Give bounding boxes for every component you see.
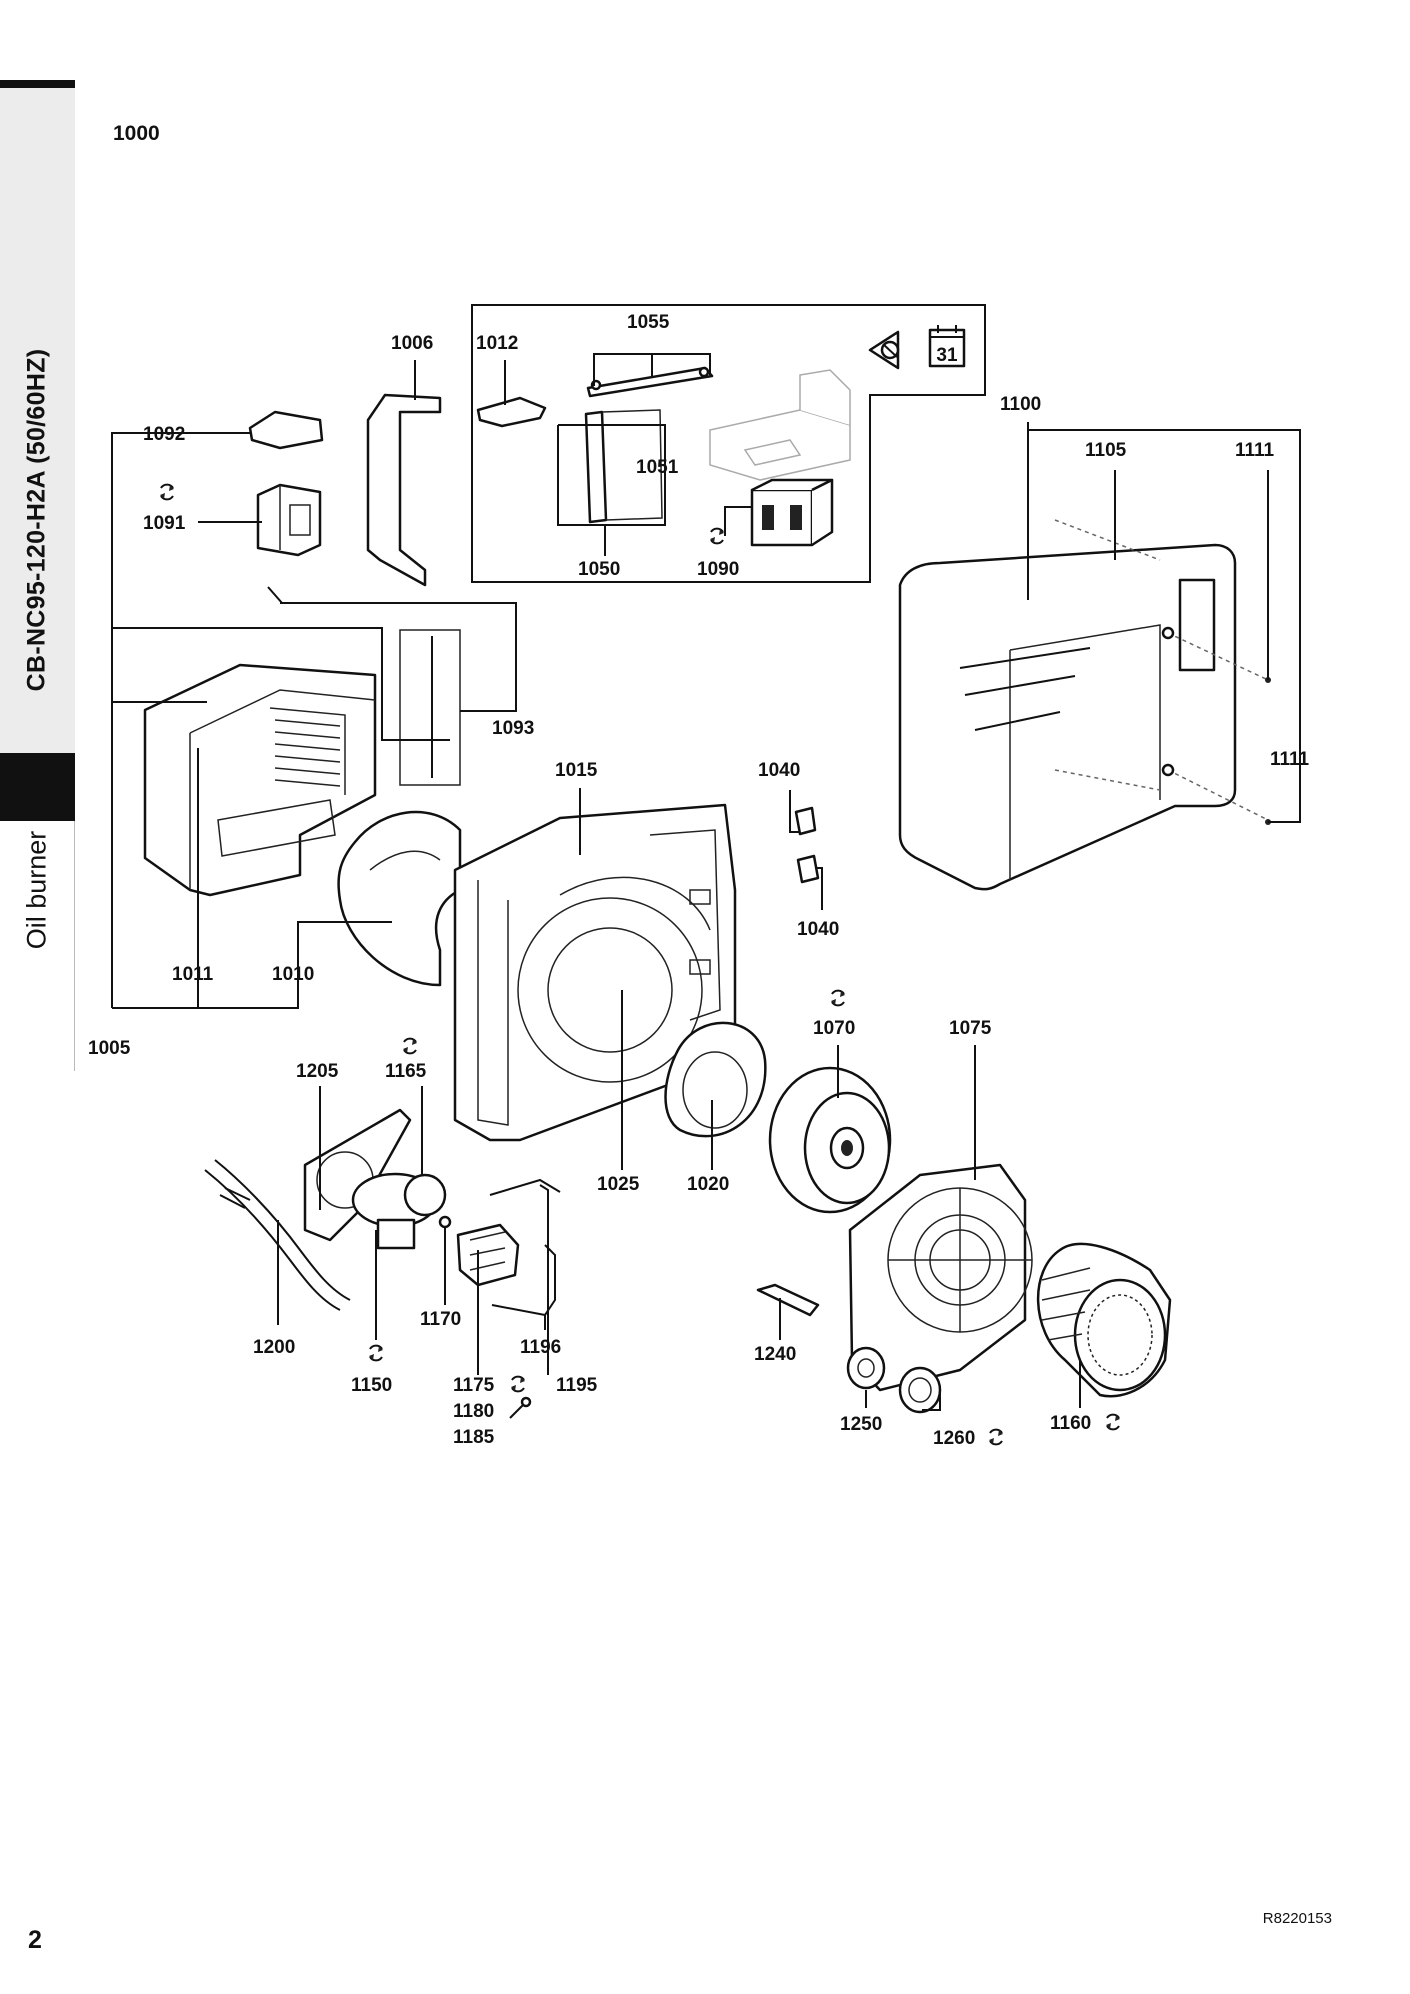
part-1196-pipe (491, 1244, 556, 1317)
sidebar-top-bar (0, 80, 75, 88)
label-1205: 1205 (296, 1061, 339, 1082)
label-1111-top: 1111 (1235, 440, 1275, 461)
part-1091-box (256, 483, 322, 557)
part-1040-clip-b (796, 854, 820, 884)
calendar-day: 31 (936, 345, 958, 366)
part-1012-shape (476, 396, 547, 428)
label-1040-bottom: 1040 (797, 919, 839, 940)
label-1150: 1150 (351, 1375, 392, 1396)
page-number: 2 (28, 1926, 42, 1954)
label-1111-right: 1111 (1270, 749, 1310, 770)
label-1200: 1200 (253, 1337, 295, 1358)
part-1055-rod (586, 366, 714, 398)
label-1075: 1075 (949, 1018, 992, 1039)
label-1196: 1196 (520, 1337, 561, 1358)
label-1040-top: 1040 (758, 760, 800, 781)
label-1020: 1020 (687, 1174, 729, 1195)
label-1090: 1090 (697, 559, 739, 580)
label-1175: 1175 (453, 1375, 495, 1396)
label-1012: 1012 (476, 333, 518, 354)
part-1093-screw (267, 586, 283, 604)
sidebar-model-panel (0, 88, 75, 753)
label-1195: 1195 (556, 1375, 598, 1396)
part-1051-plate (584, 410, 608, 524)
diagram-title: 1000 (113, 122, 160, 145)
calendar-icon: 31 (928, 325, 966, 368)
reference-code: R8220153 (1262, 1910, 1332, 1927)
label-1005: 1005 (88, 1038, 131, 1059)
part-1040-clip-a (794, 806, 817, 836)
rotate-arrows-icon (709, 527, 725, 545)
label-1050: 1050 (578, 559, 620, 580)
label-1180: 1180 (453, 1401, 494, 1422)
sidebar-divider (74, 821, 75, 1071)
label-1100: 1100 (1000, 394, 1041, 415)
part-1260-shape (898, 1366, 942, 1414)
sidebar-section-marker (0, 753, 75, 821)
rotate-arrows-icon (368, 1344, 384, 1362)
part-1070-fan (768, 1066, 892, 1214)
part-1015-housing (453, 803, 737, 1142)
label-1250: 1250 (840, 1414, 882, 1435)
label-1260: 1260 (933, 1428, 975, 1449)
rotate-arrows-icon (830, 989, 846, 1007)
label-1165: 1165 (385, 1061, 427, 1082)
label-1160: 1160 (1050, 1413, 1091, 1434)
label-1070: 1070 (813, 1018, 855, 1039)
label-1006: 1006 (391, 333, 433, 354)
label-1105: 1105 (1085, 440, 1127, 461)
part-1006-bracket (366, 393, 442, 587)
part-1010-shroud (337, 810, 462, 987)
part-1093-plate (399, 629, 461, 786)
part-1195-pipe (489, 1178, 561, 1196)
part-1160-motor (1036, 1242, 1172, 1398)
part-1150-pump (351, 1172, 447, 1250)
inset-frame (471, 304, 986, 583)
part-1090-shape (750, 478, 834, 547)
rotate-arrows-icon (1105, 1413, 1121, 1431)
sidebar: CB-NC95-120-H2A (50/60HZ) Oil burner (0, 0, 75, 1994)
label-1185: 1185 (453, 1427, 495, 1448)
part-1100-cover (898, 519, 1271, 891)
part-1011-housing (143, 663, 377, 897)
label-1170: 1170 (420, 1309, 461, 1330)
eye-inspect-icon (868, 330, 900, 370)
part-1020-shroud (664, 1021, 767, 1138)
rotate-arrows-icon (510, 1375, 526, 1393)
part-1092-cover (248, 410, 324, 450)
rotate-arrows-icon (988, 1428, 1004, 1446)
label-1240: 1240 (754, 1344, 796, 1365)
part-1175-valve (456, 1223, 520, 1287)
label-1092: 1092 (143, 424, 185, 445)
label-1093: 1093 (492, 718, 534, 739)
part-1170-nozzle (438, 1215, 452, 1229)
label-1055: 1055 (627, 312, 670, 333)
part-1200-hose-b (214, 1159, 351, 1301)
part-1250-shape (846, 1346, 886, 1390)
label-1011: 1011 (172, 964, 214, 985)
label-1010: 1010 (272, 964, 314, 985)
wrench-icon (509, 1396, 532, 1419)
rotate-arrows-icon (159, 483, 175, 501)
label-1025: 1025 (597, 1174, 640, 1195)
rotate-arrows-icon (402, 1037, 418, 1055)
label-1091: 1091 (143, 513, 186, 534)
label-1015: 1015 (555, 760, 598, 781)
label-1051: 1051 (636, 457, 679, 478)
part-1240-sensor (756, 1283, 820, 1317)
